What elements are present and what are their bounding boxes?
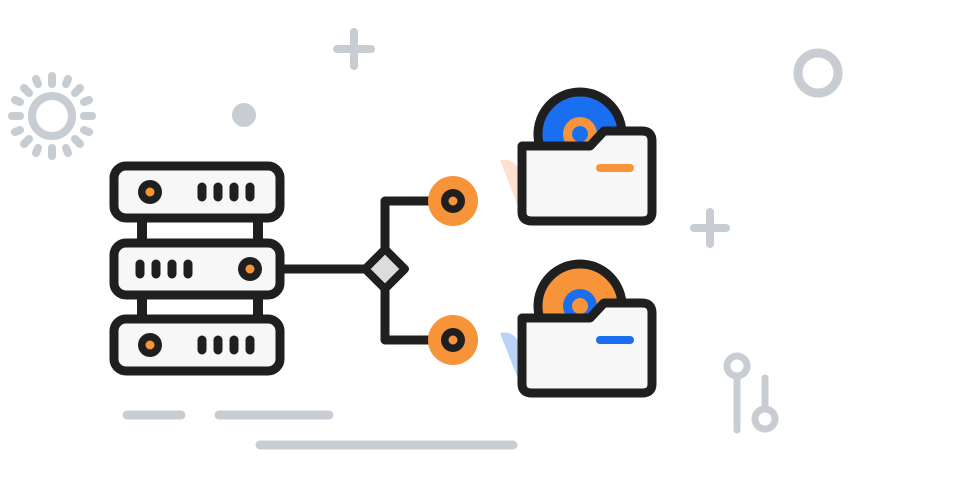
ring-icon	[793, 48, 843, 98]
connector-dot-icon	[428, 176, 478, 226]
server-rack-icon	[109, 161, 285, 376]
folder-with-disc-icon	[500, 259, 657, 398]
server-unit-middle	[109, 238, 285, 300]
plus-icon	[333, 28, 375, 70]
ground-lines	[122, 410, 518, 450]
plus-icon	[690, 208, 730, 248]
toggle-switches-icon	[723, 352, 779, 434]
junction-diamond-icon	[361, 245, 409, 293]
connection-lines	[280, 196, 430, 345]
decor-dot	[232, 103, 256, 127]
server-unit-top	[109, 161, 285, 223]
server-unit-bottom	[109, 314, 285, 376]
folder-with-disc-icon	[500, 87, 657, 226]
gear-icon	[8, 72, 96, 160]
connector-dot-icon	[428, 315, 478, 365]
